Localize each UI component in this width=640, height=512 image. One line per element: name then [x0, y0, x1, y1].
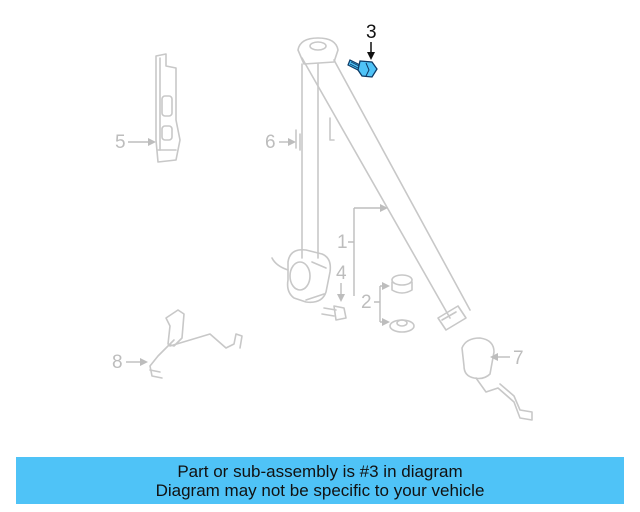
callout-7-arrow [490, 353, 498, 361]
callout-2-leader [374, 285, 384, 323]
callout-5-arrow [148, 138, 156, 146]
banner-vehicle-disclaimer: Diagram may not be specific to your vehi… [155, 480, 485, 500]
part-7-buckle-assembly[interactable] [461, 337, 533, 421]
callout-1-label: 1 [337, 232, 348, 253]
callout-2-arrow-upper [382, 282, 390, 290]
part-3-bolt-highlighted[interactable] [347, 59, 378, 78]
part-1-seat-belt-assembly[interactable] [271, 37, 471, 331]
callout-4-arrow [337, 294, 345, 302]
callout-7-label: 7 [513, 348, 524, 369]
parts-diagram: 5 6 1 2 4 [112, 22, 533, 421]
part-6-guide-bracket[interactable] [295, 117, 335, 151]
info-banner: Part or sub-assembly is #3 in diagram Di… [16, 457, 624, 504]
callout-5-label: 5 [115, 132, 126, 153]
callout-6-label: 6 [265, 132, 276, 153]
part-4-retractor-bolt[interactable] [321, 305, 347, 321]
callout-1-arrow [380, 204, 388, 212]
callout-3-label: 3 [366, 22, 377, 43]
callout-1-leader [348, 207, 382, 296]
callout-8-label: 8 [112, 352, 123, 373]
part-8-buckle-bracket[interactable] [149, 309, 243, 379]
callout-2-label: 2 [361, 292, 372, 313]
callout-4-label: 4 [336, 263, 347, 284]
callout-8-arrow [140, 358, 148, 366]
part-2-cover-caps[interactable] [389, 274, 415, 333]
part-5-anchor-bracket[interactable] [155, 53, 181, 163]
callout-2-arrow-lower [382, 318, 390, 326]
callout-3-arrow [367, 52, 375, 60]
banner-part-note: Part or sub-assembly is #3 in diagram [177, 461, 463, 481]
callout-6-arrow [288, 138, 296, 146]
